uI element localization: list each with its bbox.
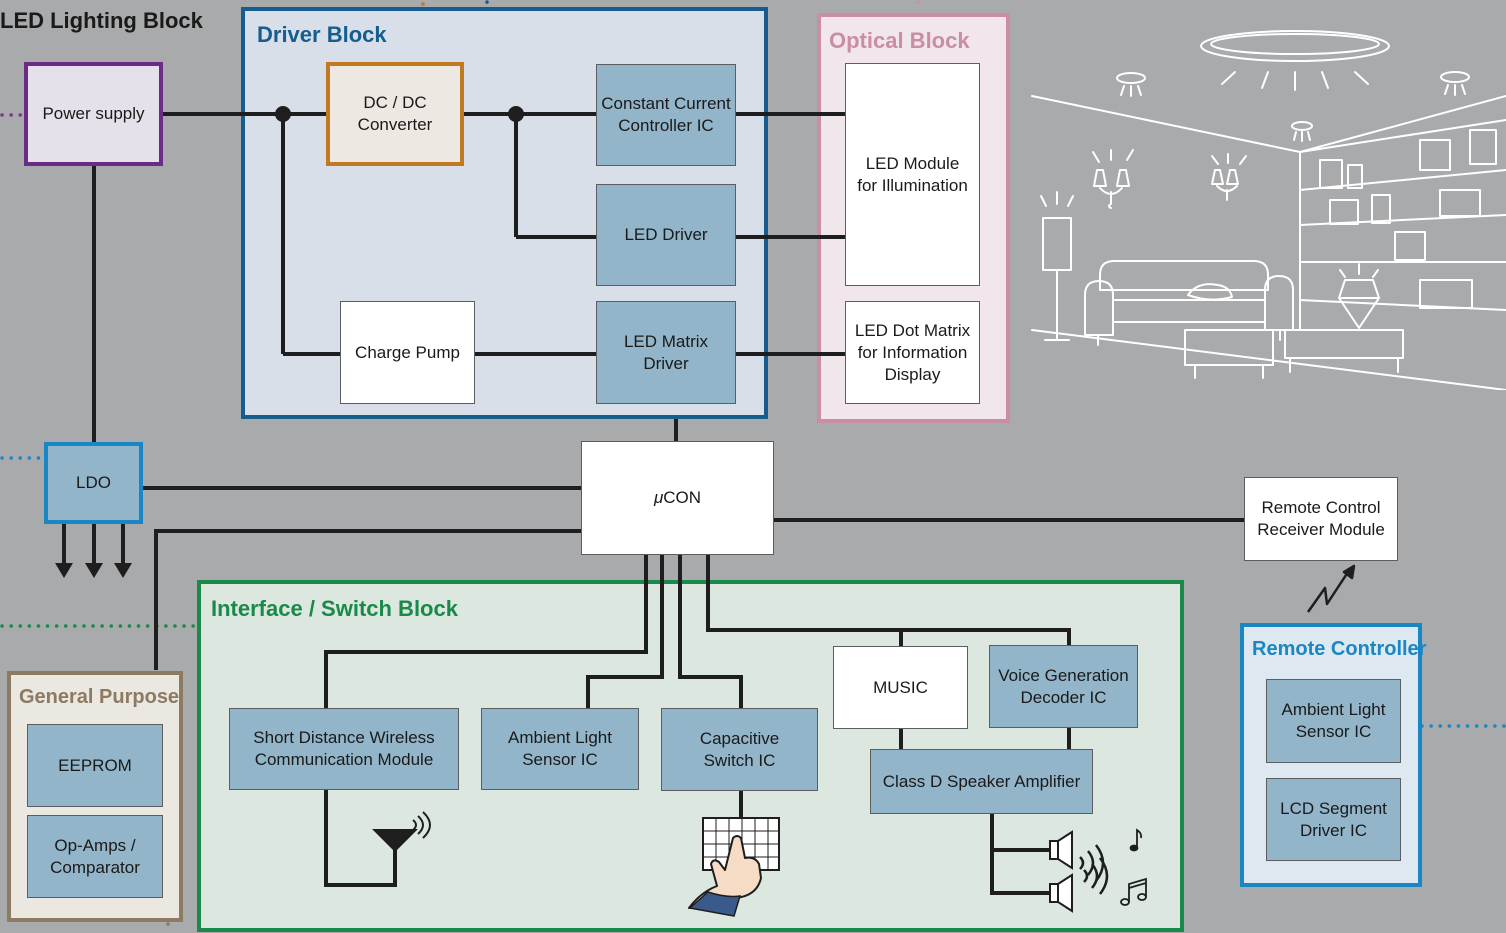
led-driver-label: LED Driver [624,225,708,244]
als-if-label-line2: Sensor IC [522,750,598,769]
optical-block-title: Optical Block [829,28,970,53]
remote-rx-label-line1: Remote Control [1261,498,1381,517]
led-module-label-line2: for Illumination [857,175,968,195]
led-matrix-driver-box: LED Matrix Driver [596,301,736,404]
opamp-comparator-box: Op-Amps / Comparator [27,815,163,898]
lcd-segment-driver-box: LCD Segment Driver IC [1266,778,1401,861]
charge-pump-box: Charge Pump [340,301,475,404]
dot-matrix-label-line3: Display [884,364,941,384]
als-rc-label-line2: Sensor IC [1295,722,1372,741]
remote-receiver-box: Remote Control Receiver Module [1244,477,1398,561]
dot-matrix-label-line2: for Information [857,342,968,362]
wireless-signal-icon [1306,564,1356,613]
ldo-box: LDO [44,442,143,524]
opamp-label-line2: Comparator [50,857,140,877]
als-rc-label-line1: Ambient Light [1281,700,1386,719]
music-note-icon [1120,828,1147,906]
driver-block-title: Driver Block [257,22,387,47]
general-purpose-title: General Purpose [19,686,180,708]
ldo-label: LDO [76,473,111,492]
opamp-label-line1: Op-Amps / [54,835,136,855]
dot-matrix-label-line1: LED Dot Matrix [854,320,971,340]
classd-label: Class D Speaker Amplifier [882,771,1081,791]
led-driver-box: LED Driver [596,184,736,286]
lcd-label-line1: LCD Segment [1280,798,1387,818]
music-label: MUSIC [873,677,928,697]
interface-switch-block-title: Interface / Switch Block [211,596,458,621]
lcd-label-line2: Driver IC [1299,820,1368,840]
wireless-label-line2: Communication Module [254,750,434,769]
led-matrix-label-line2: Driver [643,353,689,373]
dcdc-converter-box: DC / DC Converter [326,62,464,166]
room-illustration [1031,30,1506,390]
power-supply-label: Power supply [42,104,145,123]
ccc-label-line2: Controller IC [618,116,714,135]
wireless-module-box: Short Distance Wireless Communication Mo… [229,708,459,790]
voice-label-line2: Decoder IC [1020,687,1107,707]
voice-decoder-box: Voice Generation Decoder IC [989,645,1138,728]
ucon-label: CON [663,488,702,507]
constant-current-controller-box: Constant Current Controller IC [596,64,736,166]
ucon-mu: μ [653,488,664,507]
eeprom-box: EEPROM [27,724,163,807]
led-module-label-line1: LED Module [865,153,960,173]
music-box: MUSIC [833,646,968,729]
remote-controller-title: Remote Controller [1252,638,1427,660]
cap-label-line2: Switch IC [703,750,776,770]
dcdc-label-line1: DC / DC [363,93,427,112]
class-d-amplifier-box: Class D Speaker Amplifier [870,749,1093,814]
ambient-light-sensor-rc-box: Ambient Light Sensor IC [1266,679,1401,763]
voice-label-line1: Voice Generation [998,665,1129,685]
remote-rx-label-line2: Receiver Module [1257,520,1385,539]
ccc-label-line1: Constant Current [601,94,731,113]
dcdc-label-line2: Converter [357,115,433,134]
speaker-icon [1049,830,1109,913]
led-lighting-block-title: LED Lighting Block [0,8,203,33]
als-if-label-line1: Ambient Light [508,728,612,747]
touch-keypad-icon [688,817,780,917]
charge-pump-label: Charge Pump [355,342,460,362]
eeprom-label: EEPROM [58,755,132,775]
cap-label-line1: Capacitive [699,728,780,748]
power-supply-box: Power supply [24,62,163,166]
ambient-light-sensor-if-box: Ambient Light Sensor IC [481,708,639,790]
capacitive-switch-box: Capacitive Switch IC [661,708,818,791]
wireless-label-line1: Short Distance Wireless [253,728,435,747]
led-module-box: LED Module for Illumination [845,63,980,286]
led-matrix-label-line1: LED Matrix [623,331,709,351]
led-dot-matrix-box: LED Dot Matrix for Information Display [845,301,980,404]
antenna-icon [372,811,431,852]
